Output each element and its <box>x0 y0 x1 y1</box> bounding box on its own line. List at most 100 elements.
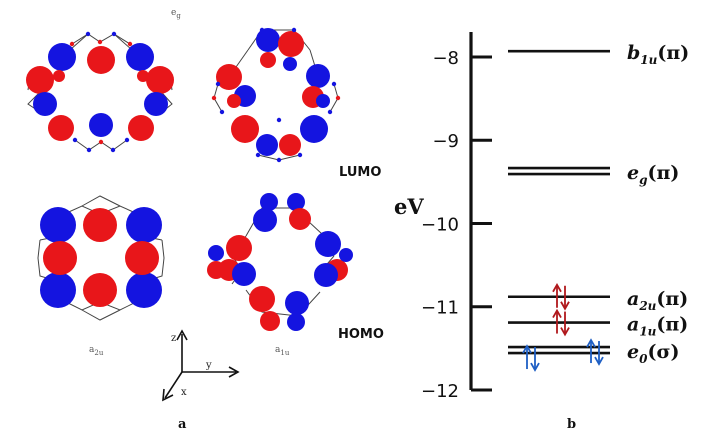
orbital-eg-1-lobe <box>53 70 65 82</box>
orbital-eg-2-lobe <box>216 64 242 90</box>
lumo-label: LUMO <box>339 165 381 180</box>
orbital-eg-1-lobe <box>26 66 54 94</box>
energy-level: b1u(π) <box>508 42 689 67</box>
orbital-eg-1-atom <box>72 137 78 143</box>
orbital-eg-2-lobe <box>283 57 297 71</box>
orbital-eg-2-lobe <box>227 94 241 108</box>
orbital-eg-1-lobe <box>126 43 154 71</box>
orbital-eg-1 <box>26 31 174 153</box>
level-label: a1u(π) <box>627 314 688 339</box>
energy-tick-label: −8 <box>432 48 459 69</box>
orbital-a2u-lobe <box>40 207 76 243</box>
orbital-eg-1-atom <box>97 39 103 45</box>
orbital-eg-1-lobe <box>146 66 174 94</box>
orbital-eg-2-lobe <box>278 31 304 57</box>
orbital-eg-1-lobe <box>89 113 113 137</box>
orbital-a1u-lobe <box>260 193 278 211</box>
orbital-a2u-lobe <box>125 241 159 275</box>
orbital-label-eg: eg <box>171 8 181 20</box>
energy-level: eg(π) <box>508 162 679 187</box>
orbital-eg-1-lobe <box>137 70 149 82</box>
orbital-eg-2-lobe <box>260 52 276 68</box>
level-label: a2u(π) <box>627 288 688 313</box>
orbital-label-a1u: a1u <box>275 345 290 357</box>
orbital-a2u-lobe <box>126 272 162 308</box>
panel-label-a: a <box>178 417 187 432</box>
axis-label-y: y <box>205 360 212 371</box>
axis-label-x: x <box>181 387 187 398</box>
orbital-eg-1-lobe <box>33 92 57 116</box>
orbital-eg-2-atom <box>276 117 282 123</box>
orbital-a2u-lobe <box>83 273 117 307</box>
orbital-eg-1-atom <box>111 31 117 37</box>
orbital-eg-1-atom <box>124 137 130 143</box>
orbital-a1u-lobe <box>289 208 311 230</box>
orbital-a2u-lobe <box>126 207 162 243</box>
orbital-eg-2-atom <box>297 152 303 158</box>
electron-pair-arrows <box>552 308 570 337</box>
level-label: eg(π) <box>627 162 679 187</box>
energy-level: a2u(π) <box>508 282 688 313</box>
orbital-eg-1-lobe <box>87 46 115 74</box>
orbital-a2u-lobe <box>40 272 76 308</box>
orbital-eg-1-atom <box>98 139 104 145</box>
orbital-a1u-lobe <box>232 262 256 286</box>
orbital-eg-2-atom <box>331 81 337 87</box>
energy-tick-label: −9 <box>432 131 459 152</box>
electron-pair-arrows <box>552 282 570 311</box>
energy-tick-label: −10 <box>421 214 459 235</box>
orbital-eg-1-atom <box>127 41 133 47</box>
orbital-a2u <box>37 195 165 321</box>
orbital-eg-2-atom <box>215 81 221 87</box>
orbital-a1u-skeleton <box>231 207 335 317</box>
orbital-a1u-lobe <box>253 208 277 232</box>
orbital-eg-2-lobe <box>256 28 280 52</box>
level-label: b1u(π) <box>627 42 689 67</box>
orbital-eg-1-atom <box>85 31 91 37</box>
orbital-a1u-lobe <box>208 245 224 261</box>
orbital-a1u-lobe <box>226 235 252 261</box>
orbital-eg-2-atom <box>211 95 217 101</box>
axis-label-z: z <box>171 333 176 344</box>
panel-label-b: b <box>567 417 576 432</box>
orbital-a1u-lobe <box>249 286 275 312</box>
energy-tick-label: −11 <box>421 298 459 319</box>
energy-tick-label: −12 <box>421 381 459 402</box>
energy-axis: −8 −9 −10 −11 −12 <box>421 32 492 402</box>
orbital-a1u <box>207 193 353 331</box>
orbital-eg-2-lobe <box>300 115 328 143</box>
level-label: e0(σ) <box>627 341 679 366</box>
orbital-eg-2-atom <box>335 95 341 101</box>
orbital-a1u-lobe <box>260 311 280 331</box>
orbital-eg-2-lobe <box>316 94 330 108</box>
orbital-eg-2-lobe <box>279 134 301 156</box>
energy-levels: b1u(π) eg(π) a2u(π)a1u(π)e0(σ) <box>508 42 689 372</box>
orbital-a1u-lobe <box>315 231 341 257</box>
orbital-a1u-lobe <box>207 261 225 279</box>
energy-level: a1u(π) <box>508 308 688 339</box>
orbital-eg-2-atom <box>291 27 297 33</box>
orbital-a1u-lobe <box>339 248 353 262</box>
orbital-a2u-lobe <box>83 208 117 242</box>
orbital-a2u-lobe <box>43 241 77 275</box>
orbital-eg-2-lobe <box>231 115 259 143</box>
electron-pair-arrows <box>522 338 604 372</box>
orbital-eg-1-lobe <box>128 115 154 141</box>
orbital-eg-2 <box>211 27 341 163</box>
orbital-eg-1-atom <box>69 41 75 47</box>
coordinate-axes <box>162 329 240 402</box>
orbital-eg-1-lobe <box>48 115 74 141</box>
axis-unit-label: eV <box>394 194 424 219</box>
orbital-a1u-lobe <box>285 291 309 315</box>
energy-level: e0(σ) <box>508 338 679 372</box>
orbital-eg-2-atom <box>219 109 225 115</box>
orbital-eg-2-atom <box>259 27 265 33</box>
orbital-eg-2-atom <box>327 109 333 115</box>
orbital-eg-1-atom <box>110 147 116 153</box>
orbital-a1u-lobe <box>287 193 305 211</box>
homo-label: HOMO <box>338 327 384 342</box>
orbital-label-a2u: a2u <box>89 345 104 357</box>
orbital-a1u-lobe <box>287 313 305 331</box>
orbital-a1u-lobe <box>314 263 338 287</box>
